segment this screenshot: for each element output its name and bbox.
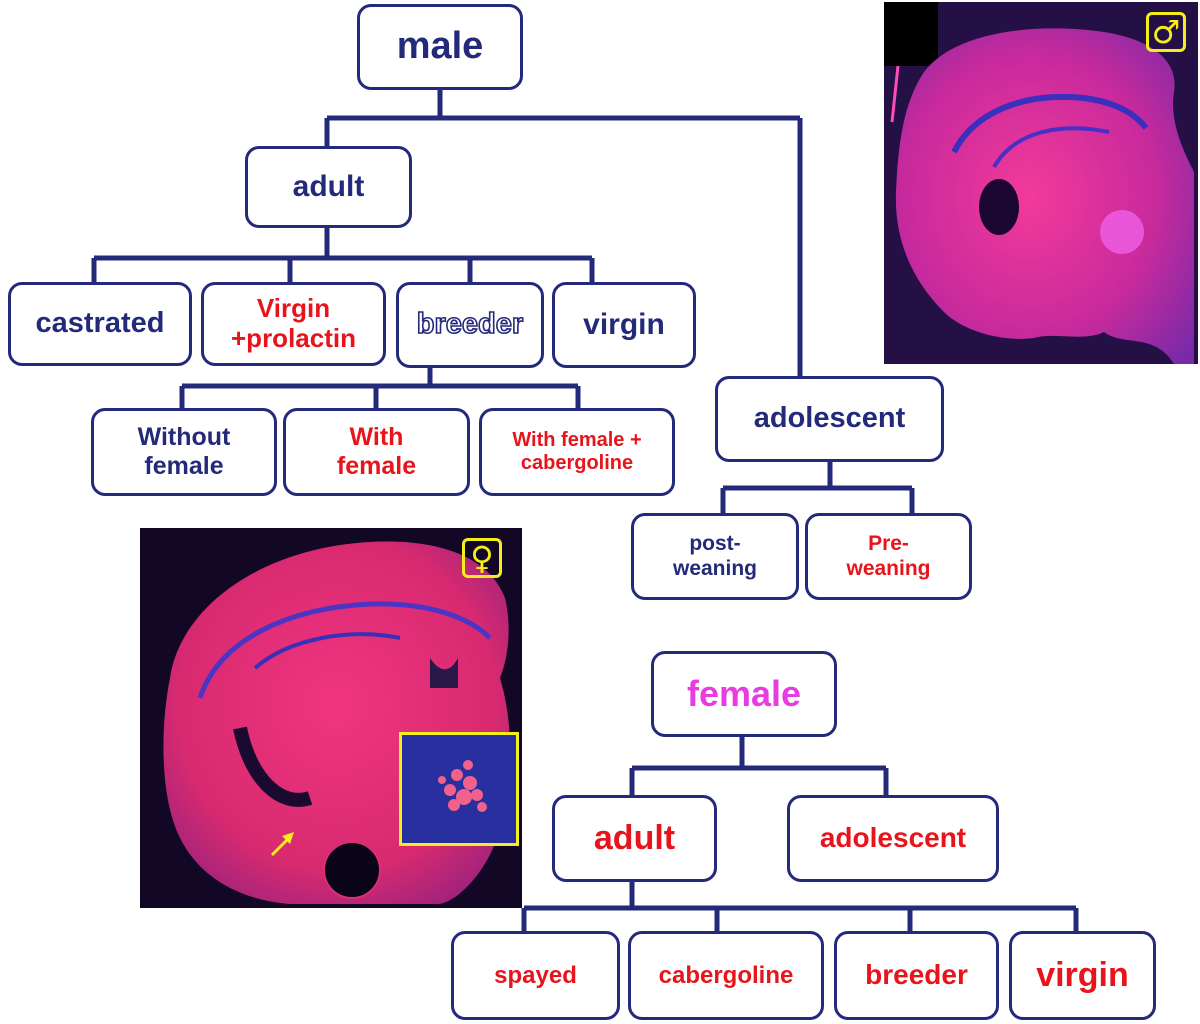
with-female-label-line2: female	[336, 452, 417, 480]
male-breeder-label: breeder	[416, 308, 524, 342]
castrated-label: castrated	[35, 307, 165, 340]
female-cabergoline-node: cabergoline	[628, 931, 824, 1020]
with-female-node: With female	[283, 408, 470, 496]
male-virgin-label: virgin	[583, 307, 665, 341]
male-root-label: male	[396, 25, 484, 68]
male-castrated-node: castrated	[8, 282, 192, 366]
female-adult-node: adult	[552, 795, 717, 882]
female-symbol: ♀	[470, 539, 494, 577]
pre-weaning-node: Pre- weaning	[805, 513, 972, 600]
female-symbol-icon: ♀	[462, 538, 502, 578]
virgin-prolactin-label-line1: Virgin	[256, 293, 331, 324]
female-adolescent-node: adolescent	[787, 795, 999, 882]
without-female-node: Without female	[91, 408, 277, 496]
yellow-arrow-icon	[268, 828, 298, 858]
male-virgin-prolactin-node: Virgin +prolactin	[201, 282, 386, 366]
without-female-label-line1: Without	[137, 423, 231, 452]
with-female-label-line1: With	[349, 423, 404, 452]
female-adolescent-label: adolescent	[819, 822, 967, 854]
post-weaning-label-line1: post-	[689, 532, 741, 556]
male-adolescent-label: adolescent	[753, 402, 906, 435]
with-female-cabergoline-node: With female + cabergoline	[479, 408, 675, 496]
post-weaning-label-line2: weaning	[672, 556, 757, 580]
male-adult-label: adult	[292, 169, 365, 203]
pre-weaning-label-line1: Pre-	[868, 532, 909, 556]
female-brain-section-image: ♀	[140, 528, 522, 908]
virgin-prolactin-label-line2: +prolactin	[231, 323, 356, 353]
male-symbol: ♂	[1151, 13, 1181, 51]
female-root-label: female	[686, 673, 802, 715]
spayed-label: spayed	[494, 961, 577, 989]
female-virgin-node: virgin	[1009, 931, 1156, 1020]
post-weaning-node: post- weaning	[631, 513, 799, 600]
male-brain-illustration	[884, 2, 1198, 364]
female-root-node: female	[651, 651, 837, 737]
male-adolescent-node: adolescent	[715, 376, 944, 462]
male-brain-section-image: ♂	[884, 2, 1198, 364]
inset-neuron-cluster	[402, 735, 516, 843]
female-breeder-node: breeder	[834, 931, 999, 1020]
cabergoline-label-line2: cabergoline	[520, 452, 634, 474]
female-breeder-label: breeder	[865, 959, 968, 991]
female-brain-inset	[399, 732, 519, 846]
female-virgin-label: virgin	[1036, 955, 1129, 994]
female-brain-illustration	[140, 528, 522, 908]
cabergoline-label-line1: With female +	[512, 429, 642, 451]
male-virgin-node: virgin	[552, 282, 696, 368]
male-breeder-node: breeder	[396, 282, 544, 368]
male-symbol-icon: ♂	[1146, 12, 1186, 52]
male-adult-node: adult	[245, 146, 412, 228]
female-cabergoline-label: cabergoline	[658, 961, 794, 989]
without-female-label-line2: female	[144, 452, 224, 480]
female-adult-label: adult	[593, 818, 676, 857]
pre-weaning-label-line2: weaning	[846, 556, 931, 580]
female-spayed-node: spayed	[451, 931, 620, 1020]
male-root-node: male	[357, 4, 523, 90]
